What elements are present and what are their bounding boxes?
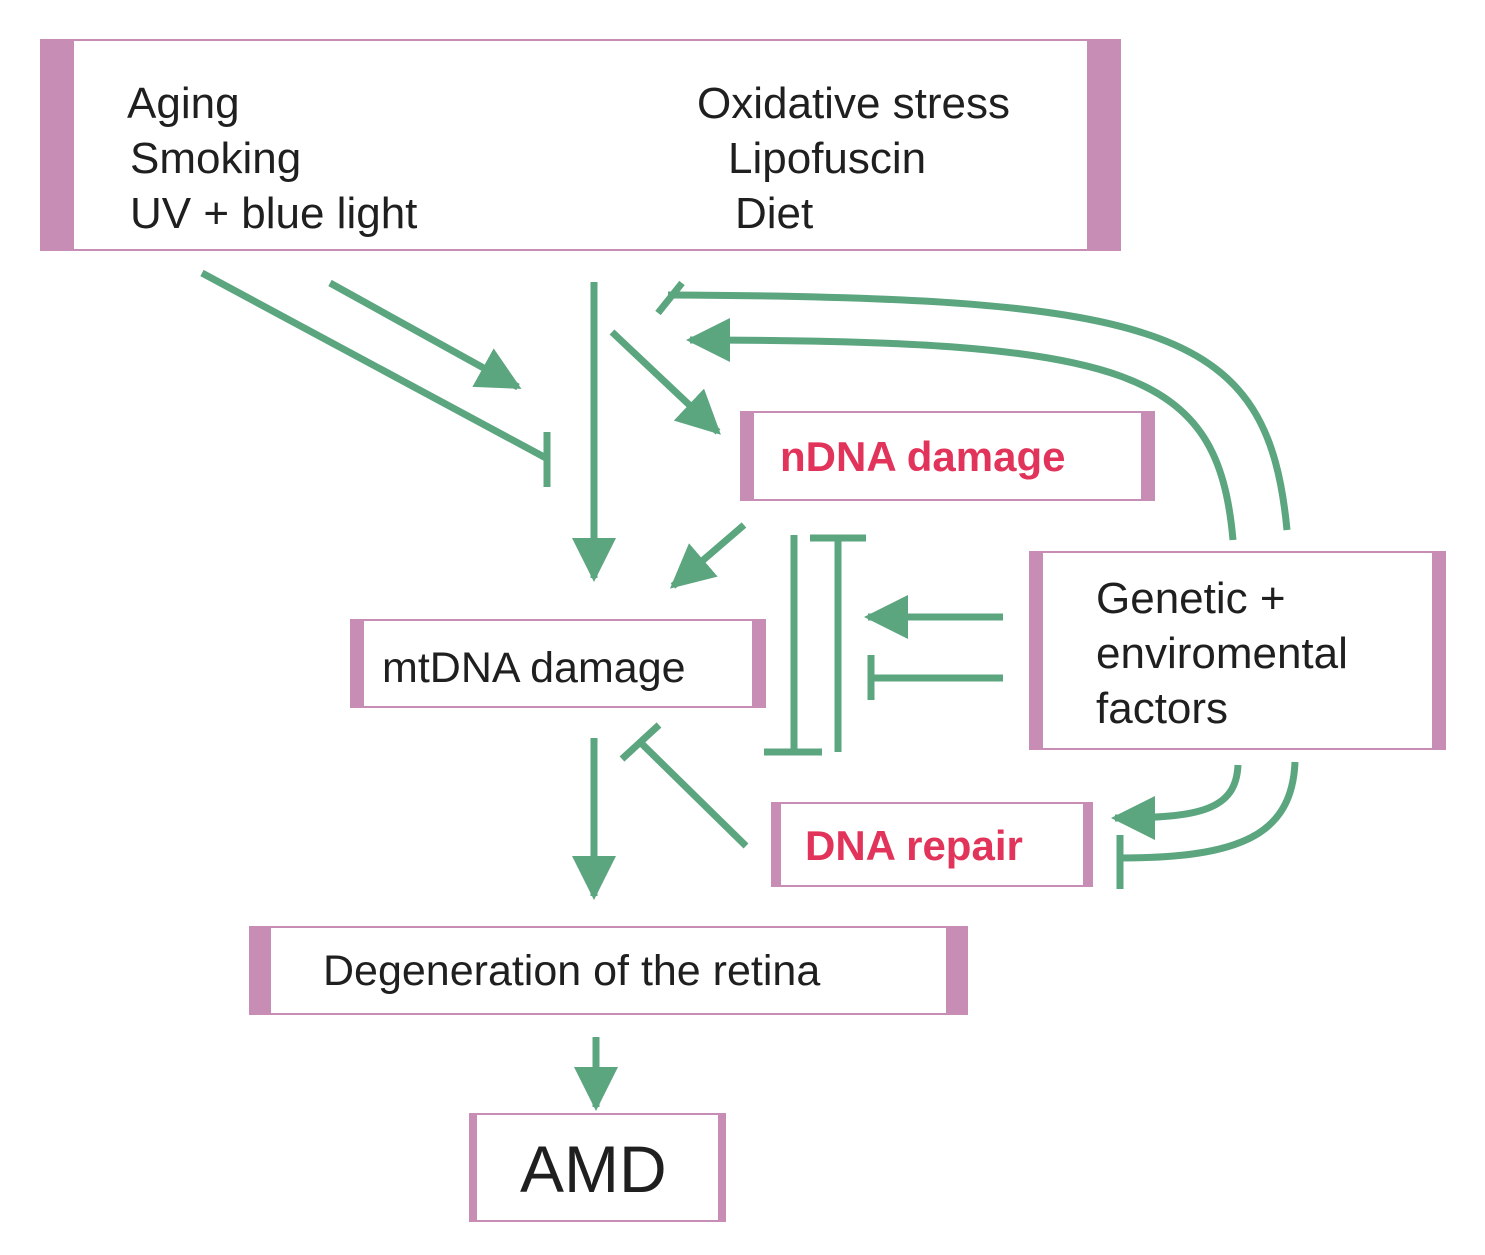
mtdna-damage-label: mtDNA damage (382, 644, 686, 692)
genetic-factors-line-1: Genetic + (1096, 574, 1286, 623)
inhibit-genetic-to-repair-curve (1119, 761, 1299, 862)
ndna-damage-label: nDNA damage (780, 433, 1066, 480)
amd-label: AMD (520, 1132, 667, 1206)
inhibit-causes-to-mtdna (200, 269, 548, 462)
genetic-factors-line-3: factors (1096, 684, 1229, 733)
arrow-causes-to-ndna (609, 329, 721, 435)
mtdna-damage-box (350, 619, 766, 708)
dna-repair-label: DNA repair (805, 822, 1023, 869)
cause-aging: Aging (127, 79, 240, 128)
arrow-ndna-to-mtdna (669, 522, 747, 589)
degeneration-label: Degeneration of the retina (323, 947, 821, 995)
inhibit-bar-repair-to-mtdna (619, 722, 662, 762)
cause-diet: Diet (735, 189, 814, 238)
arrow-genetic-to-causes-curve (686, 318, 1237, 541)
arrow-genetic-to-repair-curve (1111, 764, 1242, 840)
arrow-causes-to-mtdna-diagonal (328, 279, 522, 391)
cause-lipofuscin: Lipofuscin (728, 134, 927, 183)
cause-uv-blue-light: UV + blue light (130, 189, 418, 238)
connectors (200, 269, 1299, 1111)
cause-oxidative-stress: Oxidative stress (697, 79, 1010, 128)
dna-repair-box (771, 802, 1093, 887)
degeneration-box (249, 926, 968, 1015)
ndna-damage-box (740, 411, 1155, 501)
genetic-factors-box (1029, 551, 1446, 750)
inhibit-genetic-to-causes-curve (667, 291, 1291, 531)
inhibit-repair-to-mtdna (637, 739, 749, 849)
causes-box (40, 39, 1121, 251)
inhibit-bar-genetic-to-causes (655, 280, 685, 316)
cause-smoking: Smoking (130, 134, 302, 183)
genetic-factors-line-2: enviromental (1096, 629, 1348, 678)
amd-box (469, 1113, 726, 1222)
